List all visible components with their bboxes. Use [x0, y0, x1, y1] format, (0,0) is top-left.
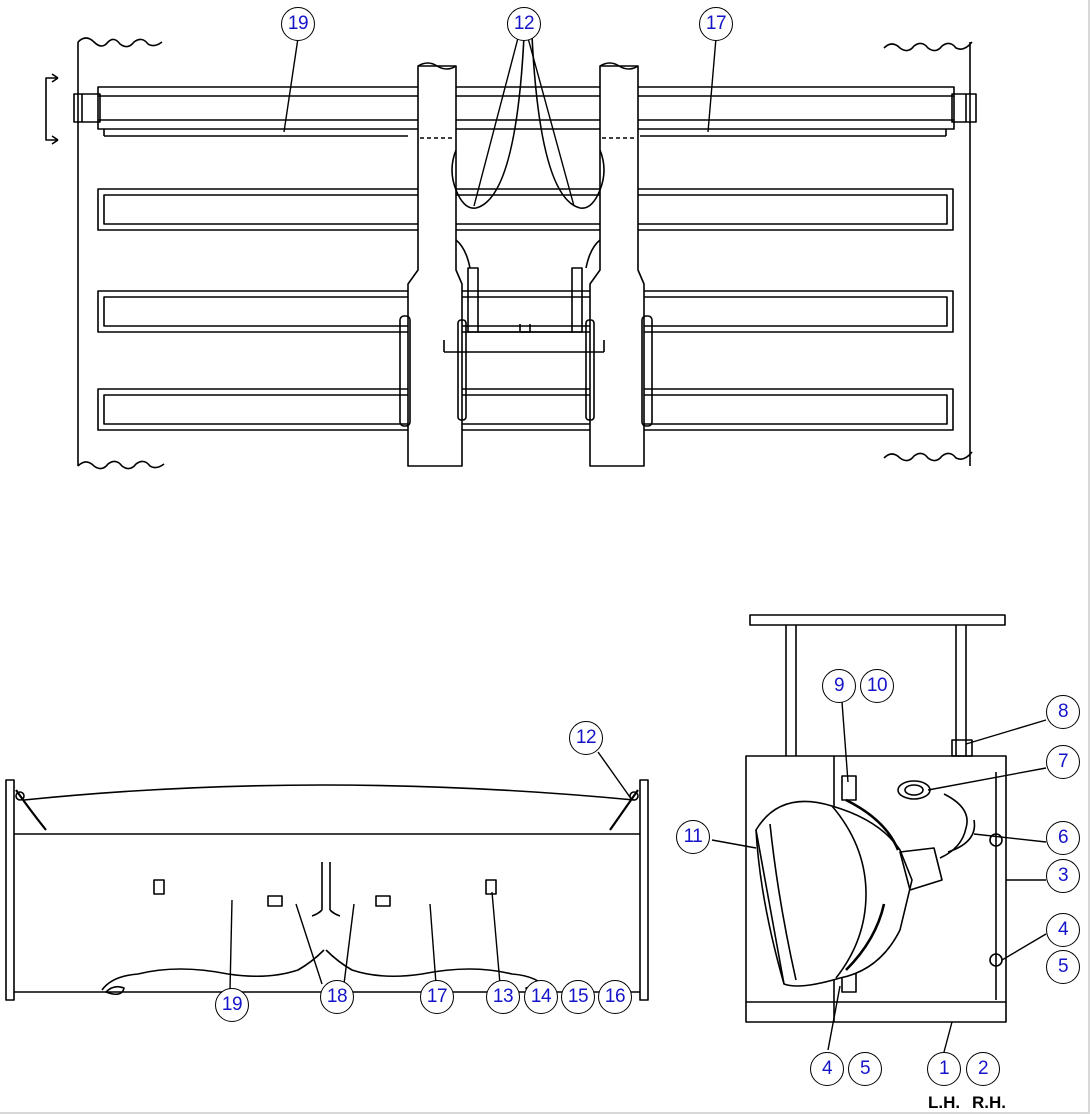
callout-13: 13	[486, 980, 520, 1014]
top-view-leaders	[283, 37, 717, 207]
label-right-hand: R.H.	[972, 1093, 1006, 1112]
callout-11: 11	[676, 820, 710, 854]
callout-19-bottom: 19	[215, 988, 249, 1022]
callout-19-top: 19	[281, 7, 315, 41]
callout-5-bottom: 5	[848, 1052, 882, 1086]
lamp-detail	[745, 614, 1007, 1023]
side-view-leaders	[229, 751, 633, 991]
callout-17-bottom: 17	[420, 980, 454, 1014]
callout-17-top: 17	[699, 7, 733, 41]
callout-5-right: 5	[1046, 950, 1080, 984]
callout-6: 6	[1046, 821, 1080, 855]
callout-18: 18	[320, 980, 354, 1014]
label-left-hand: L.H.	[928, 1093, 961, 1112]
callout-2: 2	[966, 1052, 1000, 1086]
lamp-detail-leaders	[711, 701, 1047, 1053]
top-view-grille	[45, 35, 977, 470]
callout-7: 7	[1046, 745, 1080, 779]
callout-8: 8	[1046, 695, 1080, 729]
callout-4-bottom: 4	[810, 1052, 844, 1086]
callout-1: 1	[927, 1052, 961, 1086]
callout-9: 9	[822, 669, 856, 703]
callout-4-right: 4	[1046, 913, 1080, 947]
callout-16: 16	[598, 980, 632, 1014]
callout-14: 14	[524, 980, 558, 1014]
callout-10: 10	[860, 669, 894, 703]
callout-12-side: 12	[569, 721, 603, 755]
side-view-bar	[5, 779, 649, 1001]
callout-12-top: 12	[507, 7, 541, 41]
callout-15: 15	[561, 980, 595, 1014]
callout-3: 3	[1046, 859, 1080, 893]
